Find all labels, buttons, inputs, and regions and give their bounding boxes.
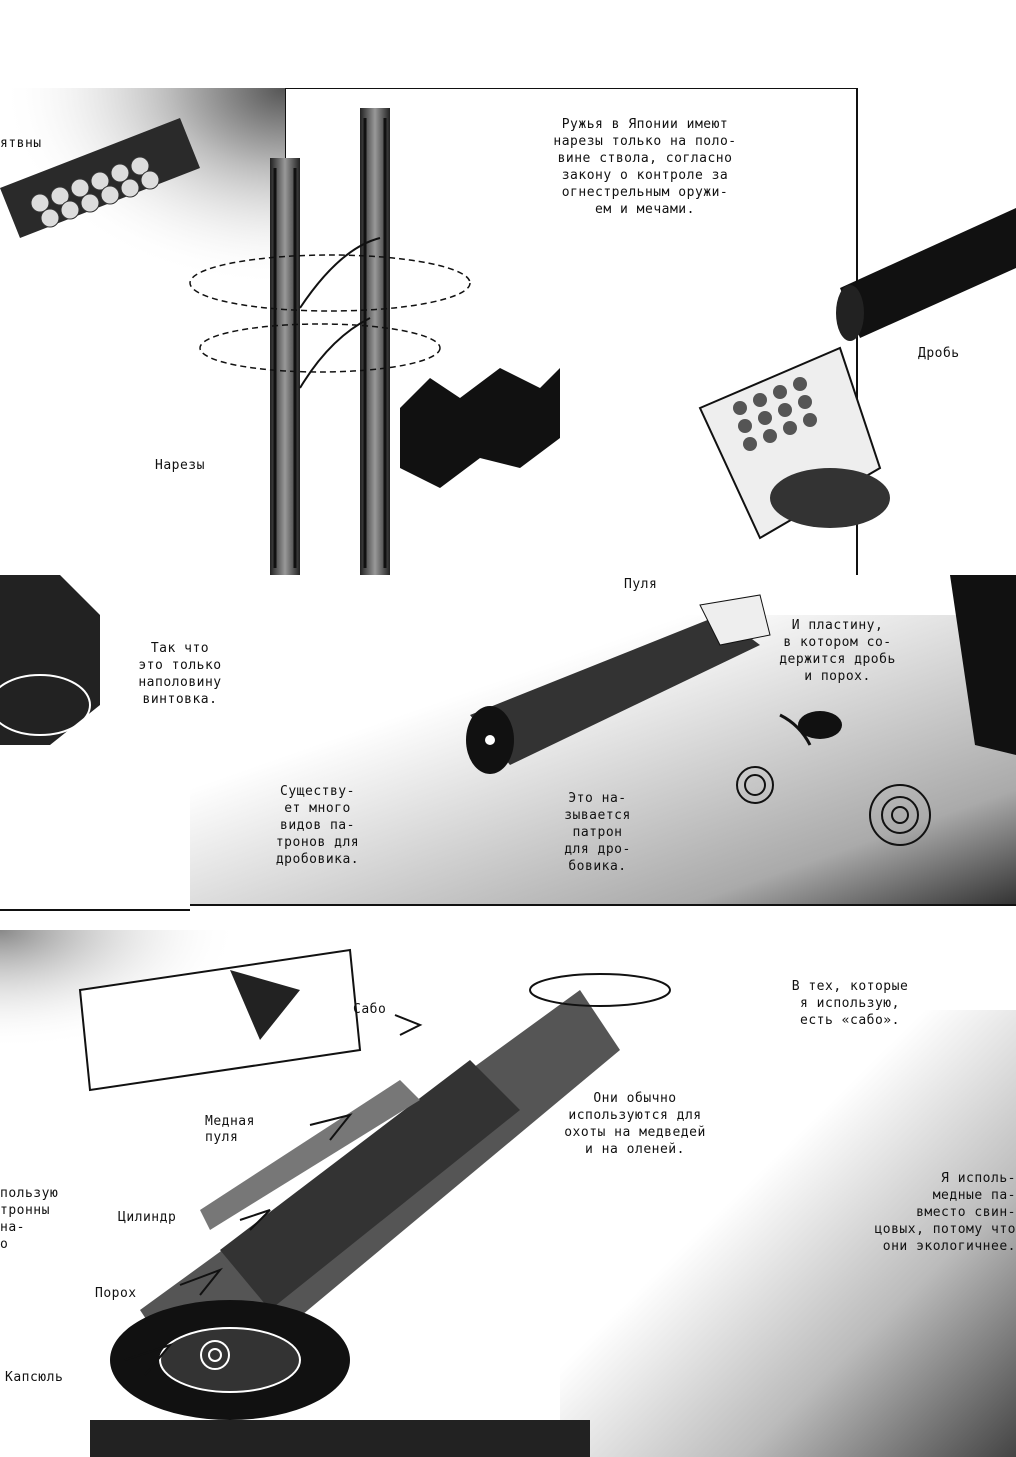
label-shot: Дробь bbox=[918, 346, 960, 361]
label-rifling: Нарезы bbox=[155, 458, 205, 473]
panel-1: ятвны Ружья в Японии имеют нарезы только… bbox=[0, 88, 1016, 584]
caption-rifling-law: Ружья в Японии имеют нарезы только на по… bbox=[553, 117, 737, 217]
panel-2-art bbox=[0, 575, 1016, 911]
caption-shotgun-shell: Это на- зывается патрон для дро- бовика. bbox=[564, 791, 631, 874]
caption-plate-shot-powder: И пластину, в котором со- держится дробь… bbox=[779, 618, 896, 684]
caption-half-rifle: Так что это только наполовину винтовка. bbox=[138, 641, 222, 707]
sabot-shell-illustration bbox=[78, 948, 671, 1457]
caption-copper-eco: Я исполь- медные па- вместо свин- цовых,… bbox=[874, 1171, 1016, 1254]
label-sabot: Сабо bbox=[353, 1002, 387, 1017]
label-powder: Порох bbox=[95, 1286, 137, 1301]
panel-1-art bbox=[0, 88, 1016, 584]
panel-2: Так что это только наполовину винтовка. … bbox=[0, 575, 1016, 913]
barrel-illustration bbox=[189, 108, 471, 578]
slug-illustration bbox=[466, 594, 771, 774]
caption-many-types: Существу- ет много видов па- тронов для … bbox=[275, 784, 360, 867]
panel-3-art bbox=[0, 930, 1016, 1457]
label-copper-bullet: Медная пуля bbox=[205, 1114, 255, 1145]
label-cylinder: Цилиндр bbox=[118, 1210, 177, 1225]
caption-bear-deer-hunting: Они обычно используются для охоты на мед… bbox=[564, 1091, 706, 1157]
label-primer: Капсюль bbox=[5, 1370, 64, 1385]
label-left-cut: ятвны bbox=[0, 136, 42, 151]
caption-sabot-used: В тех, которые я использую, есть «сабо». bbox=[791, 979, 909, 1028]
shot-chain-illustration bbox=[0, 118, 200, 238]
caption-left-cut: пользую тронны на- о bbox=[0, 1186, 59, 1252]
panel-3: Сабо В тех, которые я использую, есть «с… bbox=[0, 930, 1016, 1457]
shotshell-illustration bbox=[698, 346, 890, 540]
label-bullet: Пуля bbox=[624, 577, 658, 592]
